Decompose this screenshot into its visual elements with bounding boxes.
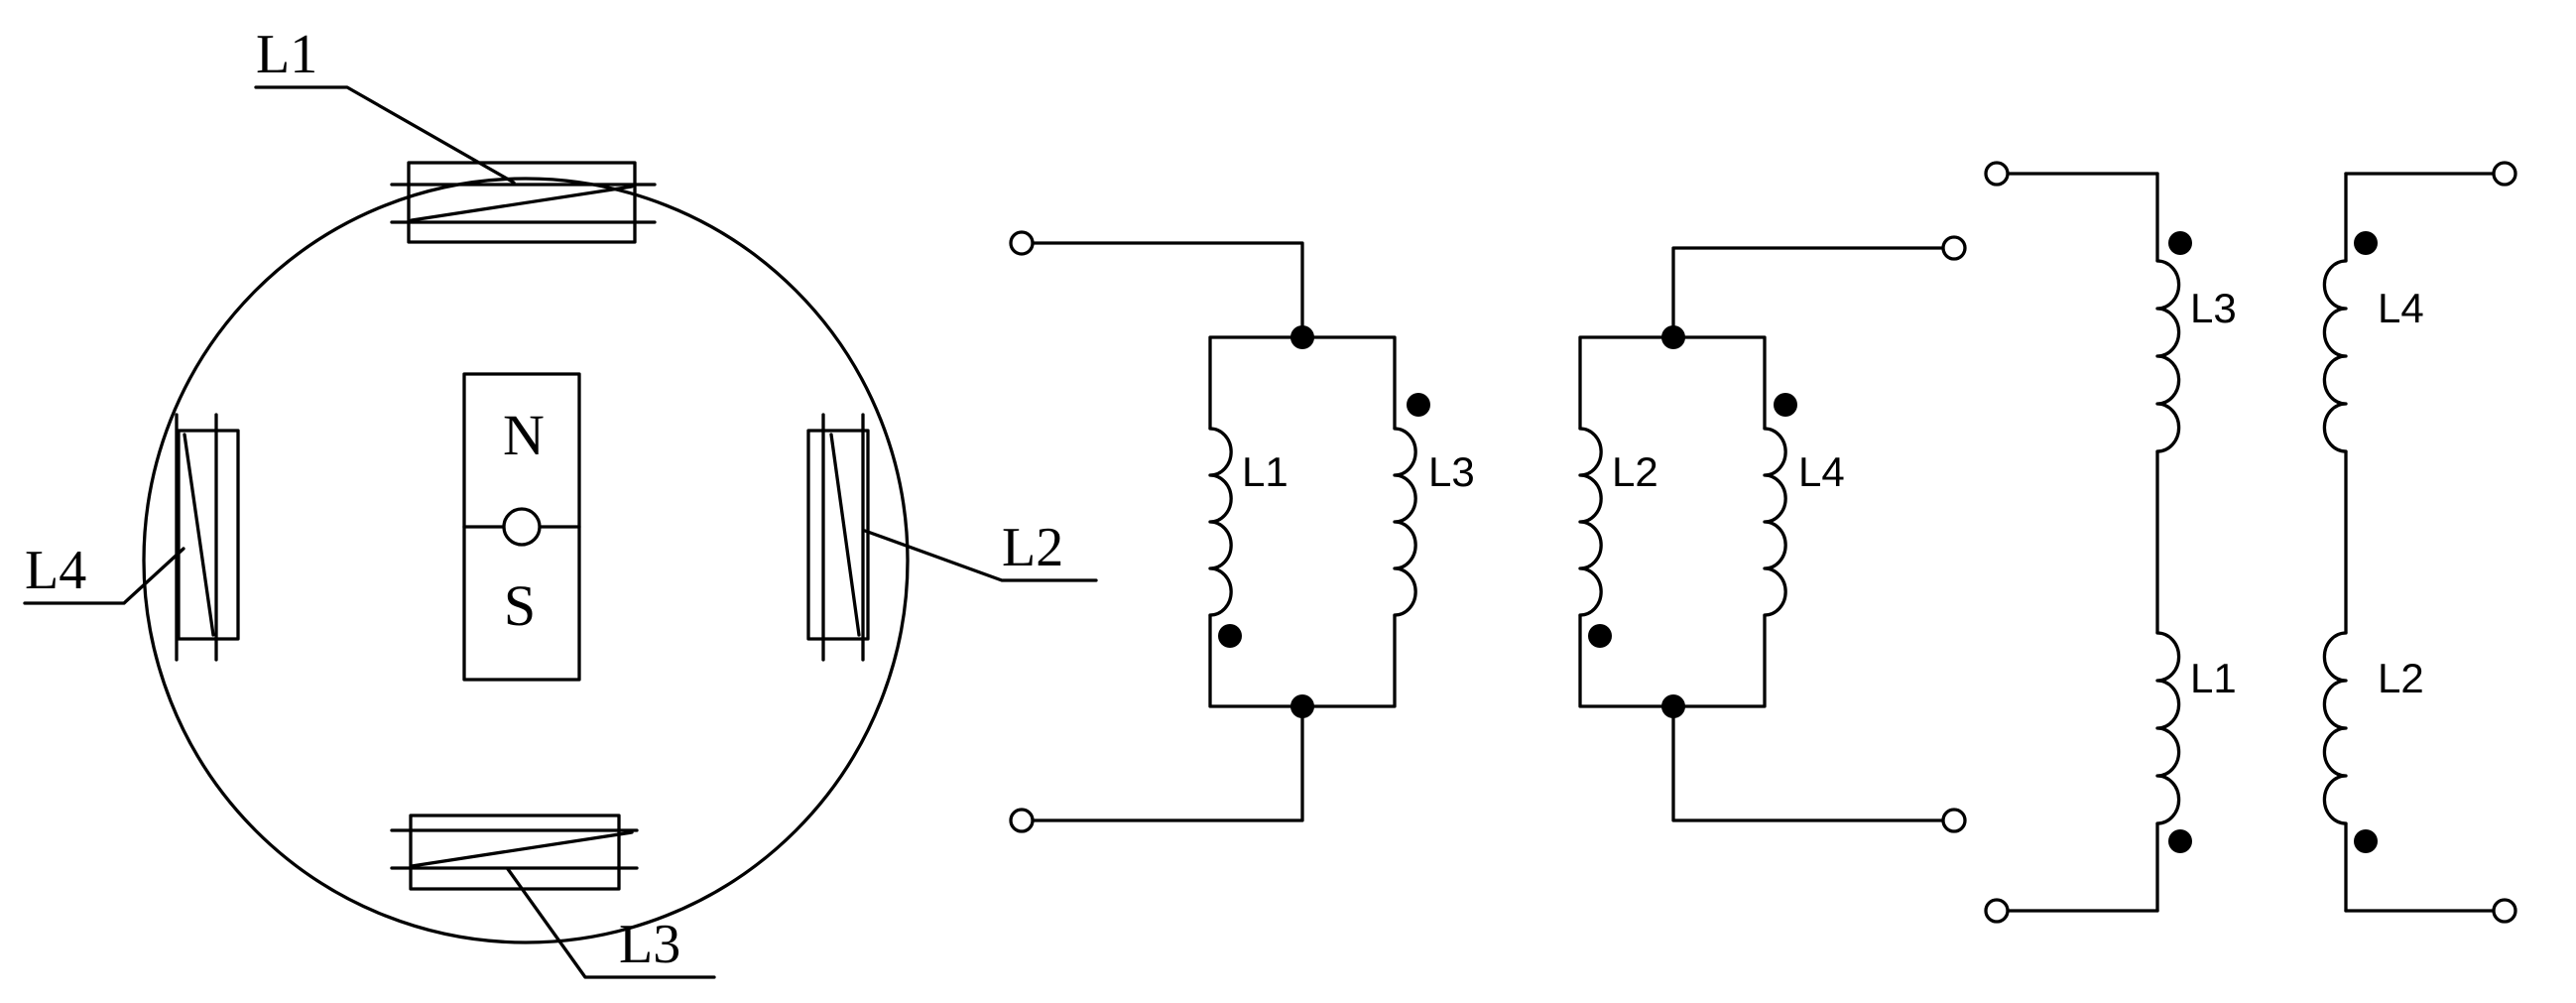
terminal-bottom — [1941, 808, 1967, 833]
parallel-circuit-b: L2 L4 — [1578, 235, 1967, 833]
polarity-dot-left — [1588, 624, 1612, 648]
inductor-label-top: L4 — [2378, 285, 2424, 331]
coil-label-l3: L3 — [619, 914, 680, 975]
pole-south-label: S — [504, 573, 536, 638]
inductor-label-bottom: L1 — [2190, 655, 2237, 701]
terminal-top — [2492, 161, 2517, 187]
terminal-top — [1941, 235, 1967, 261]
inductor-label-right: L4 — [1798, 448, 1845, 495]
terminal-top — [1984, 161, 2010, 187]
motor-cross-section: N S — [23, 24, 1098, 979]
coil-label-l2: L2 — [1002, 517, 1063, 578]
terminal-bottom — [1009, 808, 1035, 833]
polarity-dot-left — [1218, 624, 1242, 648]
junction-dot-top — [1661, 325, 1685, 349]
rotor-magnet: N S — [462, 372, 581, 682]
coil-left — [175, 413, 240, 662]
polarity-dot-right — [1774, 393, 1797, 417]
polarity-dot-bottom — [2168, 829, 2192, 853]
polarity-dot-bottom — [2354, 829, 2378, 853]
inductor-sa-top — [2155, 259, 2181, 453]
terminal-bottom — [2492, 898, 2517, 924]
junction-dot-bottom — [1290, 694, 1314, 718]
pole-north-label: N — [503, 403, 545, 467]
inductor-pb-left — [1578, 427, 1603, 617]
rotor-shaft — [502, 507, 542, 547]
junction-dot-bottom — [1661, 694, 1685, 718]
parallel-circuit-a: L1 L3 — [1009, 230, 1475, 833]
polarity-dot-top — [2168, 231, 2192, 255]
leader-l4 — [23, 547, 185, 605]
inductor-label-bottom: L2 — [2378, 655, 2424, 701]
junction-dot-top — [1290, 325, 1314, 349]
series-circuit-b: L4 L2 — [2344, 161, 2517, 924]
inductor-sb-top — [2322, 259, 2348, 453]
inductor-coils — [1206, 259, 2350, 825]
inductor-label-left: L2 — [1612, 448, 1658, 495]
inductor-pb-right — [1763, 427, 1787, 617]
inductor-label-top: L3 — [2190, 285, 2237, 331]
leader-l2 — [863, 529, 1098, 582]
inductor-sa-bottom — [2155, 631, 2181, 825]
coil-label-l4: L4 — [25, 540, 86, 601]
coil-label-l1: L1 — [256, 24, 317, 85]
series-circuit-a: L3 L1 — [1984, 161, 2237, 924]
terminal-top — [1009, 230, 1035, 256]
leader-l3 — [506, 867, 716, 979]
coil-bottom — [390, 814, 639, 891]
inductor-label-right: L3 — [1428, 448, 1475, 495]
coil-right — [806, 413, 870, 662]
polarity-dot-top — [2354, 231, 2378, 255]
stator-circle — [142, 177, 910, 944]
coil-top — [390, 161, 657, 244]
inductor-label-left: L1 — [1242, 448, 1288, 495]
leader-l1 — [254, 85, 516, 185]
inductor-pa-left — [1208, 427, 1233, 617]
polarity-dot-right — [1407, 393, 1430, 417]
inductor-pa-right — [1393, 427, 1417, 617]
inductor-sb-bottom — [2322, 631, 2348, 825]
terminal-bottom — [1984, 898, 2010, 924]
